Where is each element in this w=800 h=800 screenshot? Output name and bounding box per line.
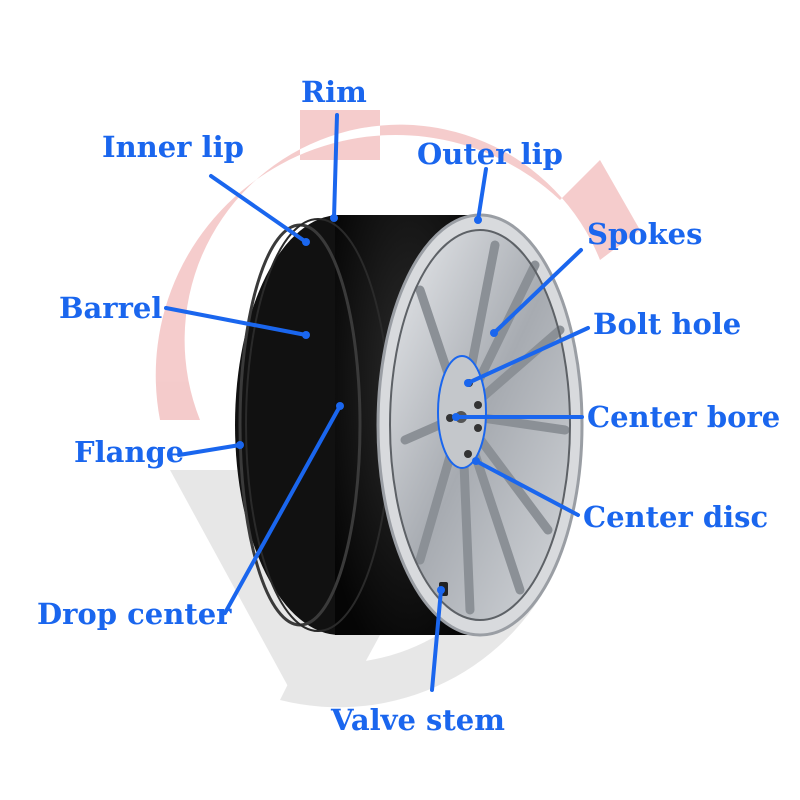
bolt-hole-shape — [464, 450, 472, 458]
label-outer-lip: Outer lip — [417, 137, 563, 171]
leader-valve-stem — [430, 586, 445, 692]
spoke-gaps — [389, 229, 571, 621]
leader-bolt-hole — [464, 326, 590, 387]
leader-drop-center — [223, 402, 344, 615]
leader-flange — [177, 441, 244, 457]
label-inner-lip: Inner lip — [102, 130, 244, 164]
leader-inner-lip — [209, 174, 310, 246]
label-center-disc: Center disc — [583, 500, 769, 534]
leader-center-disc — [472, 457, 580, 517]
label-drop-center: Drop center — [37, 597, 232, 631]
leader-barrel — [164, 306, 310, 339]
label-spokes: Spokes — [587, 217, 703, 251]
label-flange: Flange — [74, 435, 185, 469]
label-rim: Rim — [301, 75, 367, 109]
label-valve-stem: Valve stem — [331, 703, 505, 737]
leader-center-bore — [452, 413, 584, 421]
label-bolt-hole: Bolt hole — [593, 307, 742, 341]
leader-lines — [164, 113, 590, 692]
leader-spokes — [490, 248, 583, 337]
leader-outer-lip — [474, 167, 488, 224]
label-center-bore: Center bore — [587, 400, 781, 434]
label-barrel: Barrel — [59, 291, 163, 325]
leader-rim — [330, 113, 339, 222]
bolt-hole-shape — [446, 414, 454, 422]
wheel — [235, 213, 584, 637]
bolt-hole-shape — [474, 401, 482, 409]
bolt-hole-shape — [474, 424, 482, 432]
